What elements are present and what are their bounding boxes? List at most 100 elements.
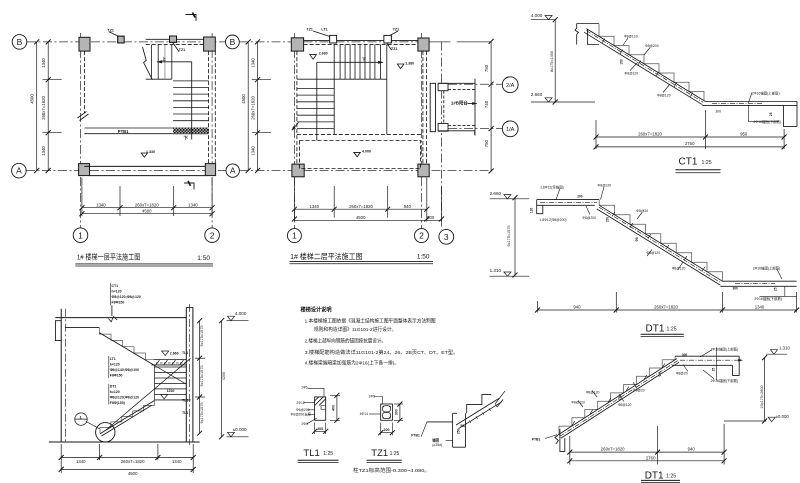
svg-text:1340: 1340 — [755, 305, 765, 310]
svg-text:4.楼梯梁端暗梁加强筋为2Φ16(上下各一排)。: 4.楼梯梁端暗梁加强筋为2Φ16(上下各一排)。 — [305, 359, 399, 366]
svg-text:上: 上 — [162, 56, 166, 62]
svg-text:Φ8@120;Φ8@120: Φ8@120;Φ8@120 — [112, 295, 141, 299]
svg-text:260x7=1820: 260x7=1820 — [250, 96, 255, 120]
svg-text:150: 150 — [606, 217, 610, 223]
svg-text:Φ6@200支座: Φ6@200支座 — [291, 412, 312, 417]
svg-text:200: 200 — [384, 428, 390, 432]
svg-text:4500: 4500 — [30, 94, 35, 104]
svg-text:PTB1: PTB1 — [118, 129, 129, 134]
svg-text:A: A — [16, 166, 22, 176]
svg-text:3.楼梯配筋构造做法详11G101-2第24、26、2B页C: 3.楼梯配筋构造做法详11G101-2第24、26、2B页CT、DT、ET型。 — [305, 349, 459, 356]
svg-text:1# 楼梯二层平法施工图: 1# 楼梯二层平法施工图 — [290, 251, 363, 261]
svg-text:9x175=1575: 9x175=1575 — [200, 402, 204, 423]
svg-text:740: 740 — [484, 100, 489, 108]
svg-text:TZ1: TZ1 — [371, 448, 388, 459]
svg-text:TL1: TL1 — [303, 448, 319, 459]
svg-text:Φ8@120: Φ8@120 — [618, 403, 632, 407]
svg-text:柱TZ1标高范围-0.300~4.080。: 柱TZ1标高范围-0.300~4.080。 — [353, 467, 430, 474]
svg-text:8x175=1400: 8x175=1400 — [550, 51, 554, 72]
svg-text:Φ8@20: Φ8@20 — [676, 372, 688, 376]
svg-text:2/A: 2/A — [506, 83, 515, 89]
svg-text:1/A: 1/A — [506, 127, 515, 133]
svg-text:PTB1: PTB1 — [411, 434, 420, 438]
svg-text:2Φ16锚固(上部筋): 2Φ16锚固(上部筋) — [711, 347, 739, 352]
svg-text:2.660: 2.660 — [170, 351, 179, 355]
svg-text:1:50: 1:50 — [417, 254, 430, 261]
svg-text:Φ8@200: Φ8@200 — [582, 216, 596, 220]
svg-text:TZ1: TZ1 — [393, 28, 399, 32]
svg-text:DT1: DT1 — [110, 385, 117, 389]
svg-text:25: 25 — [769, 112, 773, 116]
svg-text:F8Φ150: F8Φ150 — [110, 373, 123, 377]
svg-text:9x175=1575: 9x175=1575 — [200, 325, 204, 346]
svg-text:下: 下 — [362, 56, 366, 62]
svg-text:4500: 4500 — [142, 209, 152, 214]
svg-text:1340: 1340 — [76, 459, 86, 464]
svg-text:1Φ5: 1Φ5 — [369, 395, 376, 399]
svg-text:1:50: 1:50 — [197, 255, 210, 262]
svg-text:Φ8@120: Φ8@120 — [598, 184, 612, 188]
svg-text:锚固: 锚固 — [432, 437, 439, 442]
svg-text:150: 150 — [620, 59, 624, 65]
svg-text:Φ8@140;Φ8@100: Φ8@140;Φ8@100 — [110, 368, 139, 372]
svg-text:940: 940 — [573, 305, 581, 310]
svg-text:Φ8@120: Φ8@120 — [624, 35, 638, 39]
svg-text:Φ6@200: Φ6@200 — [296, 408, 310, 412]
svg-text:4.000: 4.000 — [531, 13, 543, 18]
svg-text:750: 750 — [484, 64, 489, 72]
svg-text:TL1: TL1 — [182, 411, 188, 415]
svg-text:1: 1 — [80, 414, 83, 419]
svg-text:260x7=1820: 260x7=1820 — [601, 447, 625, 452]
svg-text:B: B — [230, 37, 236, 47]
svg-text:Φ8@120: Φ8@120 — [571, 400, 585, 404]
svg-text:1310: 1310 — [167, 389, 175, 393]
svg-text:1340: 1340 — [310, 204, 320, 209]
svg-text:LT1: LT1 — [321, 28, 327, 32]
svg-text:4500: 4500 — [241, 94, 246, 104]
svg-text:300: 300 — [715, 109, 721, 113]
svg-text:2Φ16锚固(下部筋): 2Φ16锚固(下部筋) — [711, 378, 739, 383]
svg-text:3: 3 — [444, 232, 449, 242]
svg-text:260x7=1820: 260x7=1820 — [638, 131, 662, 136]
svg-text:50: 50 — [460, 424, 464, 428]
svg-text:300: 300 — [733, 287, 739, 291]
svg-text:300: 300 — [682, 353, 688, 357]
svg-text:16x175=2800: 16x175=2800 — [760, 385, 764, 408]
svg-text:1:25: 1:25 — [390, 451, 400, 457]
svg-text:260x7=1820: 260x7=1820 — [349, 204, 373, 209]
svg-text:1#B阳台: 1#B阳台 — [451, 100, 468, 107]
svg-text:1:25: 1:25 — [323, 451, 333, 457]
svg-text:2.660: 2.660 — [531, 92, 543, 97]
svg-text:150: 150 — [618, 395, 622, 401]
svg-text:h=120: h=120 — [110, 362, 120, 366]
svg-text:CT1: CT1 — [679, 157, 698, 168]
svg-text:Φ8@120: Φ8@120 — [586, 390, 600, 394]
svg-text:260x7=1820: 260x7=1820 — [135, 202, 159, 207]
svg-text:h=120: h=120 — [110, 390, 120, 394]
svg-text:25: 25 — [773, 287, 777, 291]
svg-text:Φ8@120: Φ8@120 — [657, 93, 671, 97]
svg-text:1.330: 1.330 — [146, 150, 155, 154]
svg-text:4500: 4500 — [128, 471, 138, 476]
svg-text:4Φ14: 4Φ14 — [360, 412, 368, 416]
svg-text:规则和构造详图》11G101-2进行设计。: 规则和构造详图》11G101-2进行设计。 — [314, 326, 397, 333]
svg-text:1340: 1340 — [96, 202, 106, 207]
svg-text:A: A — [230, 166, 236, 176]
svg-text:940: 940 — [404, 204, 412, 209]
svg-text:9x175=1575: 9x175=1575 — [507, 225, 511, 246]
svg-text:DT1: DT1 — [646, 323, 665, 334]
svg-text:1: 1 — [292, 231, 297, 241]
svg-text:1.8Φ12(弯锚固): 1.8Φ12(弯锚固) — [540, 184, 564, 189]
svg-text:1340: 1340 — [41, 146, 46, 156]
svg-text:2Φ12: 2Φ12 — [296, 401, 304, 405]
svg-text:2.660: 2.660 — [490, 191, 502, 196]
svg-text:TZ1: TZ1 — [307, 28, 313, 32]
svg-text:260x7=1820: 260x7=1820 — [41, 96, 46, 120]
svg-text:(≥35d): (≥35d) — [432, 443, 442, 447]
svg-text:2.楼梯上部纵向钢筋的锚固按抗震设计。: 2.楼梯上部纵向钢筋的锚固按抗震设计。 — [305, 338, 387, 345]
svg-text:2760: 2760 — [646, 455, 656, 460]
svg-text:1Φ5: 1Φ5 — [301, 385, 308, 389]
svg-text:950: 950 — [740, 131, 748, 136]
svg-text:PTB1: PTB1 — [532, 438, 541, 442]
svg-text:TZ1: TZ1 — [108, 28, 114, 32]
